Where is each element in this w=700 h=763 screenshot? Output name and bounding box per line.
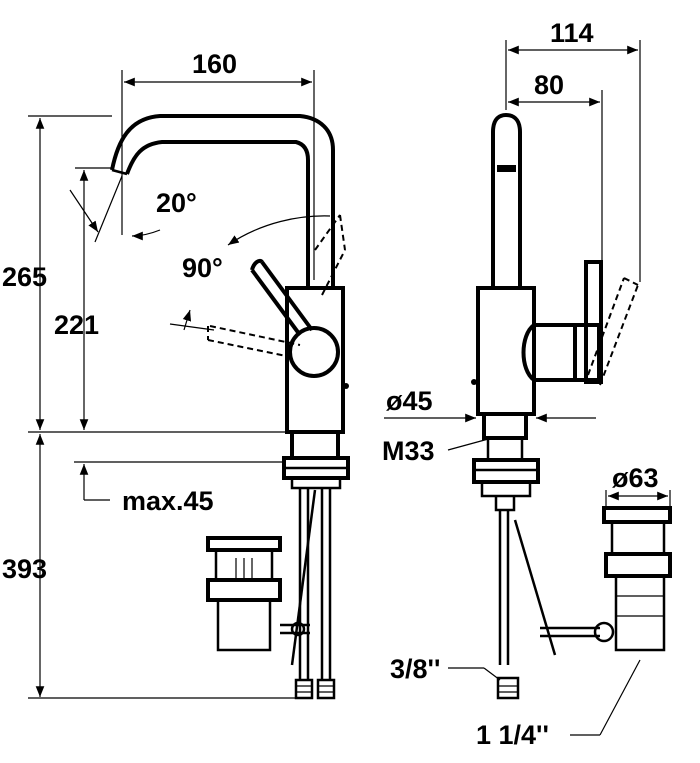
dim-max45-label: max.45 [122,486,214,516]
side-view-faucet [110,114,350,700]
dim-m33-label: M33 [382,436,435,466]
dim-114-label: 114 [550,18,594,48]
dim-80-label: 80 [534,70,564,100]
dim-90deg-label: 90° [182,253,223,283]
dim-20deg-label: 20° [156,188,197,218]
dim-393-label: 393 [2,554,47,584]
dimension-lines [28,40,671,736]
dim-1-1-4-label: 1 1/4'' [476,720,549,750]
dim-3-8-label: 3/8'' [390,654,440,684]
front-view-faucet [471,112,672,700]
dim-265-label: 265 [2,262,47,292]
dim-221-label: 221 [54,310,99,340]
dim-d63-label: ø63 [612,463,659,493]
dim-d45-label: ø45 [386,386,433,416]
dim-160-label: 160 [192,49,237,79]
